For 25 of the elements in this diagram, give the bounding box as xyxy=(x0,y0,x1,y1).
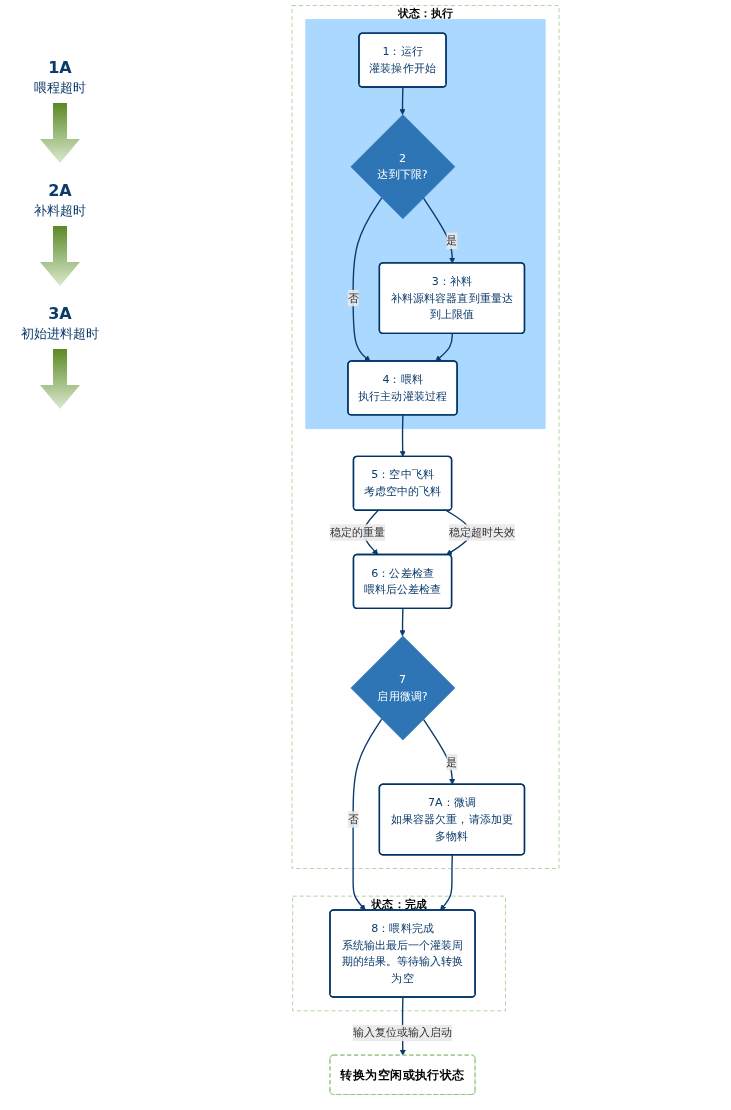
arrow xyxy=(422,197,456,264)
cluster xyxy=(305,19,546,430)
timeout-code: 1A xyxy=(48,58,72,77)
arrow xyxy=(352,197,383,362)
timeout-label: 初始进料超时 xyxy=(21,325,99,343)
edge-label: 稳定的重量 xyxy=(329,525,386,539)
node-diamond: 2 达到下限? xyxy=(350,114,456,220)
edge-label: 是 xyxy=(446,233,458,248)
edge-label: 是 xyxy=(446,755,458,769)
edge-label: 稳定超时失效 xyxy=(448,525,515,539)
edge-label: 输入复位或输入启动 xyxy=(352,1026,453,1040)
edge-label: 否 xyxy=(347,812,359,826)
arrow xyxy=(399,86,406,115)
arrow xyxy=(440,854,453,911)
node-diamond: 7 启用微调? xyxy=(350,635,456,741)
arrow xyxy=(399,608,406,637)
arrow xyxy=(435,333,453,362)
timeout-label: 补料超时 xyxy=(34,202,86,220)
arrow xyxy=(422,718,456,785)
timeout-label: 喂程超时 xyxy=(34,79,86,97)
edge-label: 否 xyxy=(347,291,359,305)
timeout-code: 2A xyxy=(48,181,72,200)
arrow xyxy=(399,414,406,457)
timeout-code: 3A xyxy=(48,304,72,323)
arrow xyxy=(352,718,383,911)
